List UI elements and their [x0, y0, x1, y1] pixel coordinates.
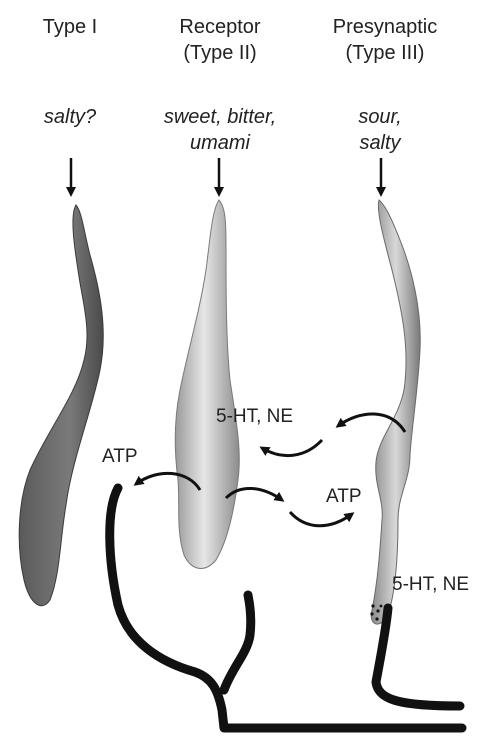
synaptic-vesicles: [370, 604, 383, 621]
receptor-header: Receptor (Type II): [155, 14, 285, 66]
type1-header-line1: Type I: [42, 16, 98, 38]
presynaptic-taste-line1: sour,: [358, 106, 402, 128]
ht-ne-lower-label: 5-HT, NE: [392, 574, 470, 595]
presynaptic-cell: [370, 199, 421, 625]
type1-header: Type I: [20, 14, 120, 40]
presynaptic-header-line1: Presynaptic: [332, 16, 438, 38]
receptor-taste-line1: sweet, bitter,: [163, 106, 277, 128]
type1-taste-line1: salty?: [43, 106, 97, 128]
afferent-nerve-fibers: [105, 483, 467, 733]
receptor-header-line1: Receptor: [179, 16, 261, 38]
receptor-taste: sweet, bitter, umami: [140, 104, 300, 156]
type1-taste: salty?: [20, 104, 120, 130]
type1-cell: [18, 204, 104, 607]
atp-right-label: ATP: [326, 486, 362, 507]
presynaptic-taste: sour, salty: [330, 104, 430, 156]
ht-ne-paracrine-arrow: [335, 412, 407, 433]
presynaptic-header-line2: (Type III): [345, 42, 425, 64]
receptor-header-line2: (Type II): [183, 42, 257, 64]
atp-right-arrow-2: [288, 510, 355, 528]
presynaptic-header: Presynaptic (Type III): [315, 14, 455, 66]
atp-right-arrow-1: [224, 486, 285, 502]
presynaptic-taste-line2: salty: [359, 132, 401, 154]
atp-left-label: ATP: [102, 446, 138, 467]
ht-ne-upper-label: 5-HT, NE: [216, 406, 294, 427]
atp-left-arrow: [133, 471, 202, 491]
receptor-taste-line2: umami: [189, 132, 250, 154]
ht-ne-paracrine-arrow-2: [259, 438, 324, 458]
receptor-cell: [174, 199, 240, 569]
